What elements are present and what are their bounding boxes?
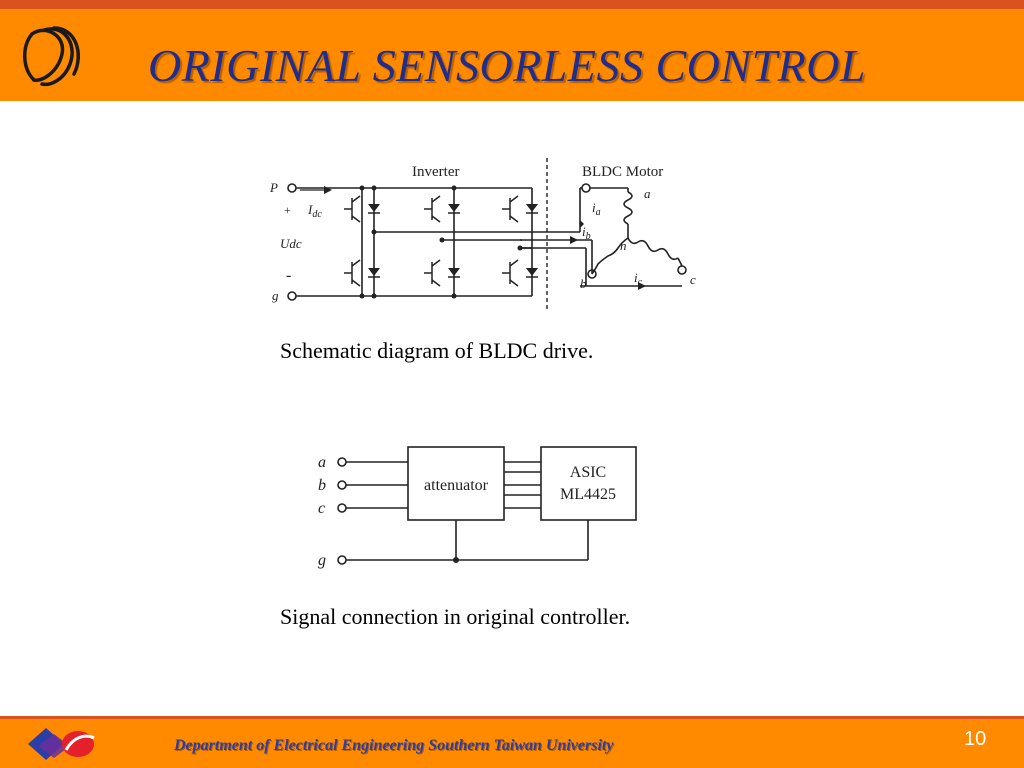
inverter-leg-a: [373, 188, 437, 296]
label-bldc-motor: BLDC Motor: [582, 164, 663, 180]
input-g-label: g: [318, 552, 326, 569]
caption-signal-connection: Signal connection in original controller…: [280, 604, 631, 629]
motor-terminal-c: c: [690, 272, 696, 287]
input-c-label: c: [318, 500, 325, 517]
footer-bar: [0, 719, 1024, 768]
label-udc: Udc: [280, 236, 302, 251]
input-a-label: a: [318, 454, 326, 471]
label-ic: ic: [634, 270, 643, 288]
footer-stripe: [0, 716, 1024, 719]
label-ib: ib: [582, 224, 591, 242]
header-bar: [0, 9, 1024, 101]
motor-terminal-a: a: [644, 186, 651, 201]
asic-model-label: ML4425: [560, 486, 616, 503]
motor-neutral-n: n: [620, 238, 627, 253]
label-plus: +: [284, 203, 291, 217]
university-logo-icon: [23, 26, 80, 87]
asic-box: [540, 446, 637, 521]
label-ia: ia: [592, 200, 601, 218]
caption-bldc-drive: Schematic diagram of BLDC drive.: [280, 338, 594, 363]
switch-upper-a: [344, 195, 361, 223]
label-minus: -: [286, 267, 291, 284]
label-idc: Idc: [307, 202, 322, 220]
switch-lower-b: [424, 259, 441, 287]
department-logo-icon: [28, 728, 95, 760]
switch-lower-c: [502, 259, 519, 287]
switch-upper-c: [502, 195, 519, 223]
bldc-drive-schematic: Inverter BLDC Motor P + Idc Udc - g a b …: [269, 158, 696, 312]
input-b-label: b: [318, 477, 326, 494]
label-g: g: [272, 288, 279, 303]
asic-label: ASIC: [570, 464, 606, 481]
attenuator-label: attenuator: [424, 477, 489, 494]
page-number: 10: [964, 728, 987, 750]
signal-connection-diagram: a b c g attenuator ASIC ML4425: [318, 446, 637, 569]
switch-upper-b: [424, 195, 441, 223]
footer-department-text: Department of Electrical Engineering Sou…: [174, 737, 614, 754]
motor-terminal-b: b: [580, 276, 587, 291]
label-p: P: [269, 180, 278, 195]
label-inverter: Inverter: [412, 164, 459, 180]
slide-title: ORIGINAL SENSORLESS CONTROL: [148, 40, 867, 91]
top-stripe: [0, 0, 1024, 9]
switch-lower-a: [344, 259, 361, 287]
